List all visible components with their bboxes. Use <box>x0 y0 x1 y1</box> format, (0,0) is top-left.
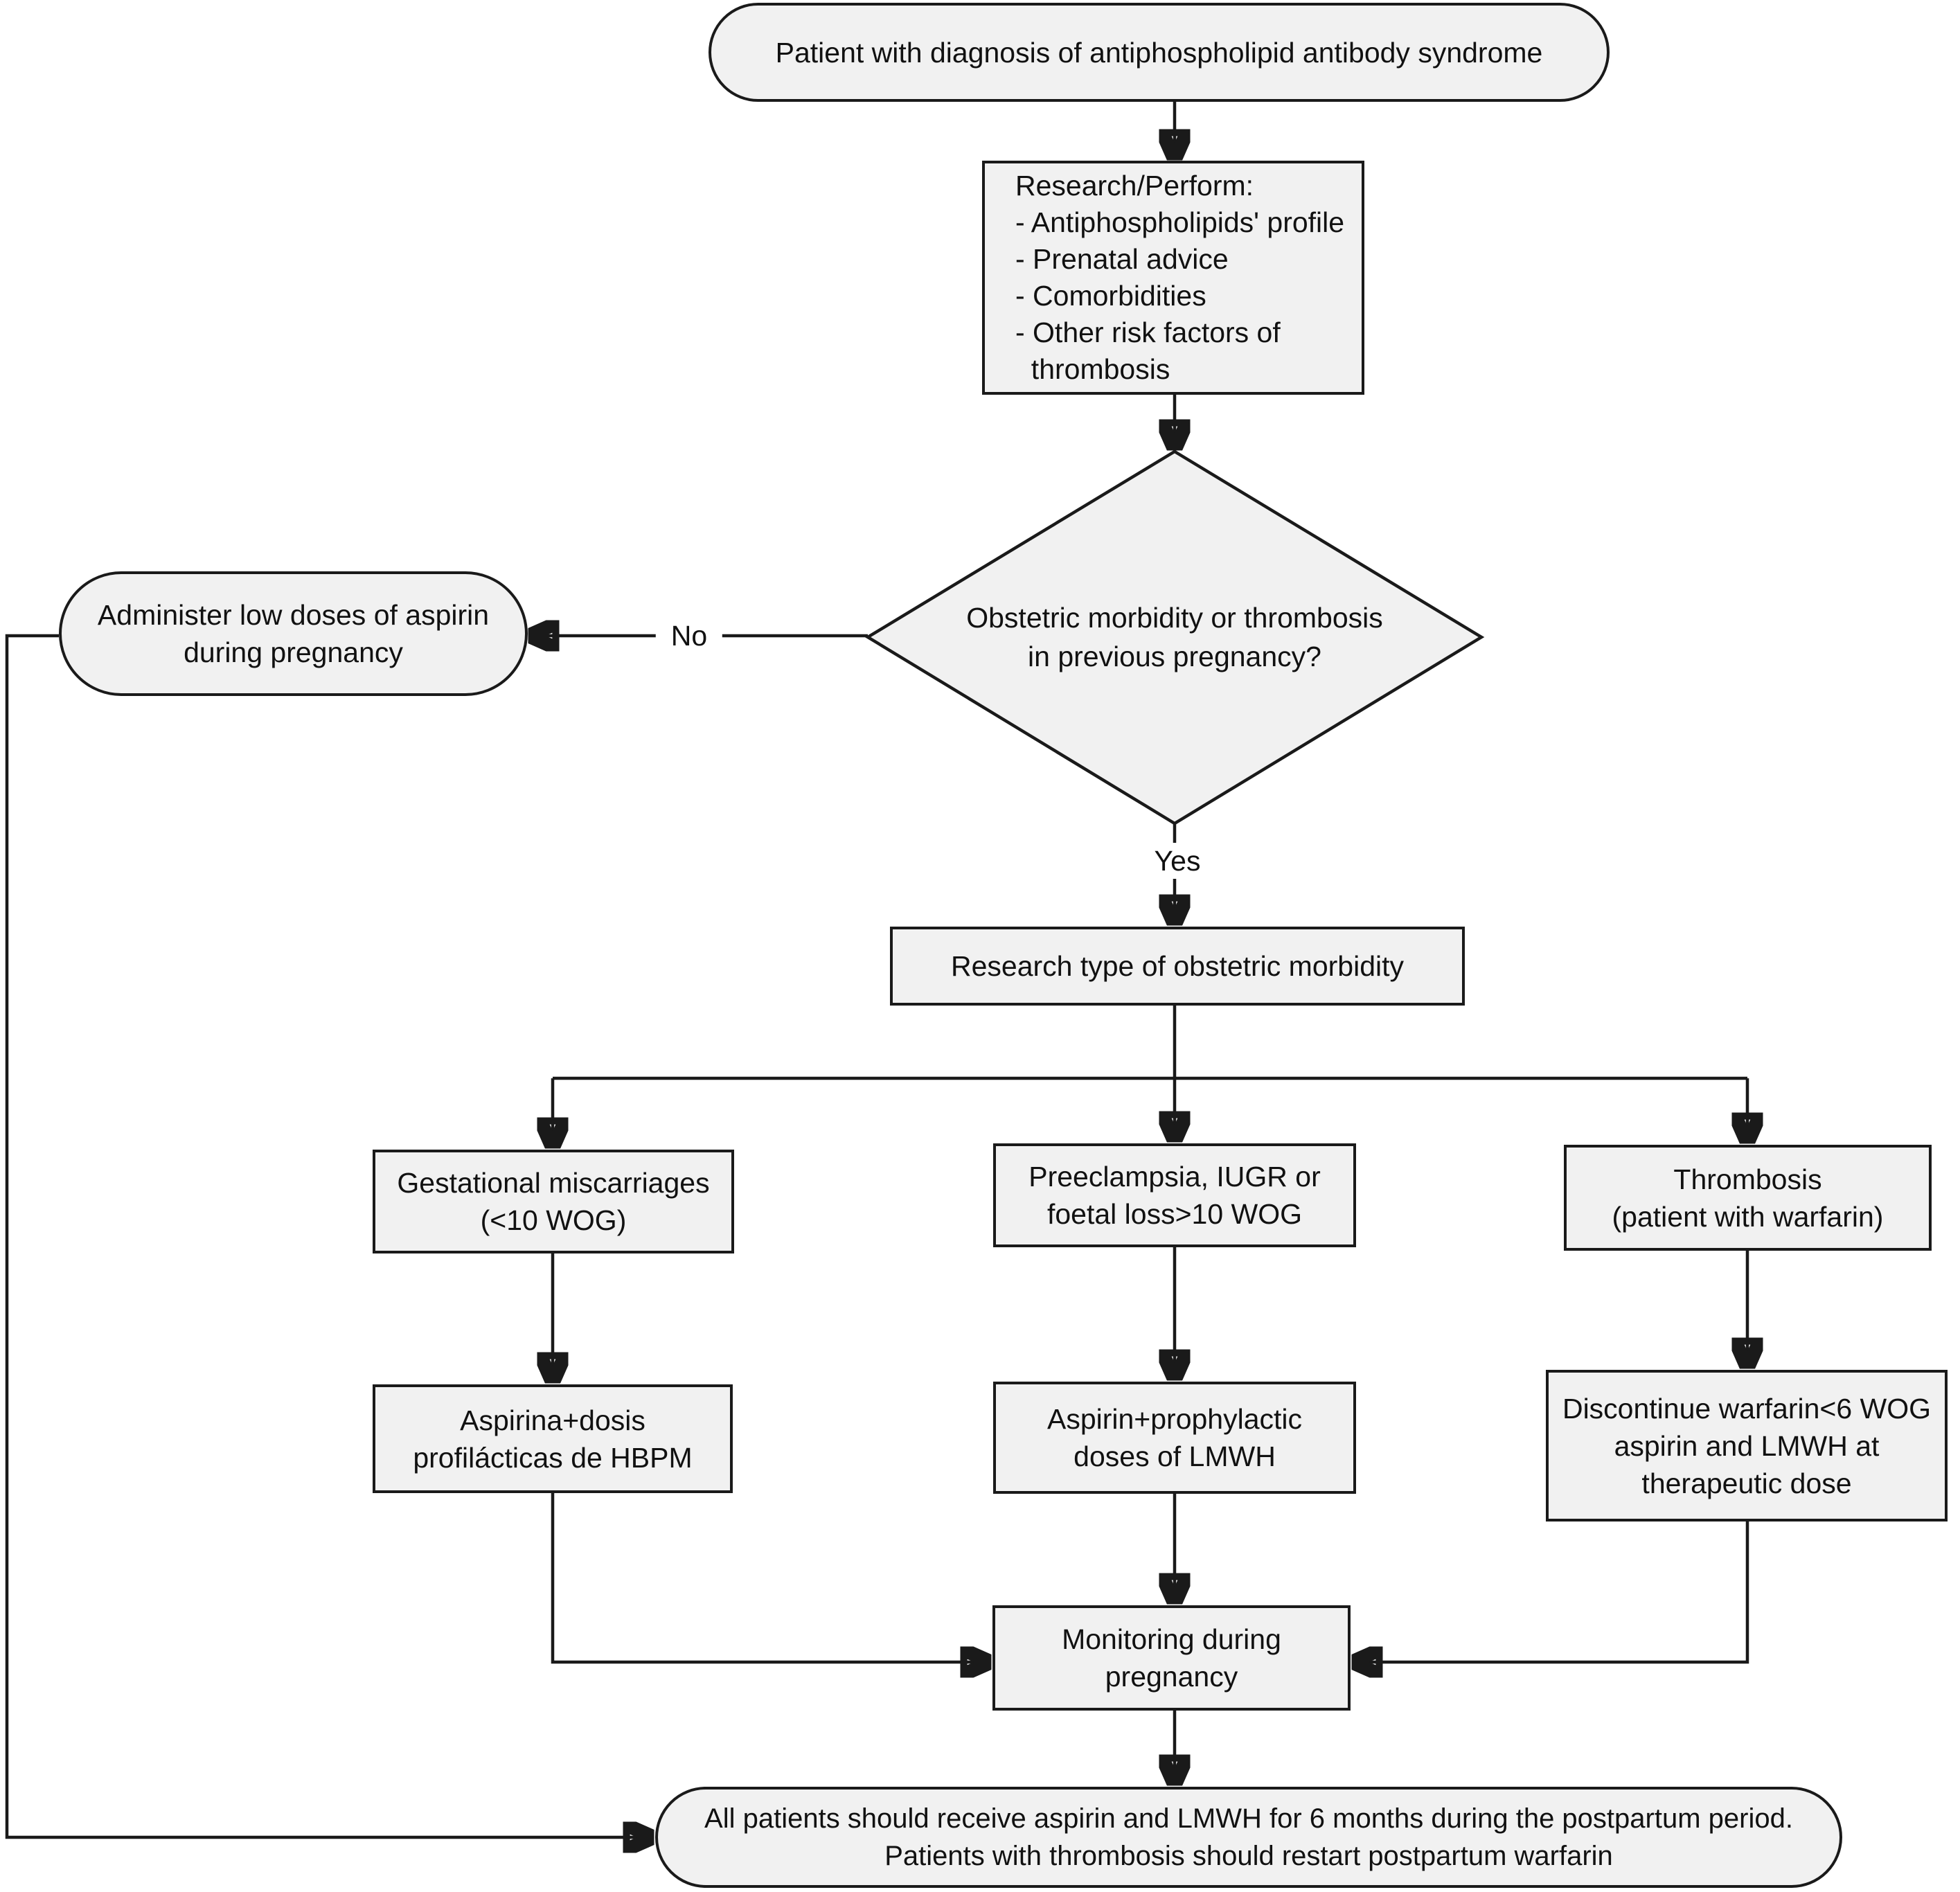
node-postpartum: All patients should receive aspirin and … <box>655 1787 1842 1888</box>
node-decision-diamond: Obstetric morbidity or thrombosis in pre… <box>863 586 1486 688</box>
node-aspirin-lmwh: Aspirin+prophylactic doses of LMWH <box>993 1382 1356 1494</box>
edge-label-yes: Yes <box>1139 843 1216 879</box>
node-patient-diagnosis-text: Patient with diagnosis of antiphospholip… <box>775 36 1543 69</box>
node-decision-diamond-text: Obstetric morbidity or thrombosis in pre… <box>966 602 1383 672</box>
node-monitoring: Monitoring during pregnancy <box>992 1605 1351 1711</box>
node-postpartum-text: All patients should receive aspirin and … <box>704 1803 1793 1871</box>
node-research-type: Research type of obstetric morbidity <box>890 927 1465 1006</box>
edge-warfarin-to-monitoring <box>1355 1521 1749 1662</box>
node-monitoring-text: Monitoring during pregnancy <box>1062 1623 1281 1693</box>
node-discontinue-warfarin: Discontinue warfarin<6 WOG aspirin and L… <box>1546 1370 1948 1521</box>
edge-aspirina-to-monitoring <box>551 1493 988 1662</box>
node-aspirina-hbpm: Aspirina+dosis profilácticas de HBPM <box>373 1384 733 1493</box>
edge-label-no: No <box>655 618 723 654</box>
node-thrombosis: Thrombosis (patient with warfarin) <box>1564 1145 1932 1251</box>
node-preeclampsia-text: Preeclampsia, IUGR or foetal loss>10 WOG <box>1028 1161 1321 1230</box>
node-discontinue-warfarin-text: Discontinue warfarin<6 WOG aspirin and L… <box>1562 1392 1932 1499</box>
node-research-perform-text: Research/Perform: - Antiphospholipids' p… <box>1015 170 1345 385</box>
node-research-type-text: Research type of obstetric morbidity <box>951 950 1404 982</box>
node-aspirin-lmwh-text: Aspirin+prophylactic doses of LMWH <box>1046 1403 1303 1472</box>
node-research-perform: Research/Perform: - Antiphospholipids' p… <box>982 161 1364 395</box>
node-patient-diagnosis: Patient with diagnosis of antiphospholip… <box>709 3 1610 102</box>
edge-aspirin-feedback-to-postpartum <box>5 634 651 1837</box>
node-preeclampsia: Preeclampsia, IUGR or foetal loss>10 WOG <box>993 1143 1356 1247</box>
node-gestational-miscarriages-text: Gestational miscarriages (<10 WOG) <box>397 1167 710 1236</box>
node-gestational-miscarriages: Gestational miscarriages (<10 WOG) <box>373 1150 734 1253</box>
node-thrombosis-text: Thrombosis (patient with warfarin) <box>1612 1163 1884 1233</box>
node-aspirina-hbpm-text: Aspirina+dosis profilácticas de HBPM <box>413 1404 693 1474</box>
node-administer-aspirin: Administer low doses of aspirin during p… <box>59 571 528 696</box>
node-administer-aspirin-text: Administer low doses of aspirin during p… <box>97 599 490 668</box>
